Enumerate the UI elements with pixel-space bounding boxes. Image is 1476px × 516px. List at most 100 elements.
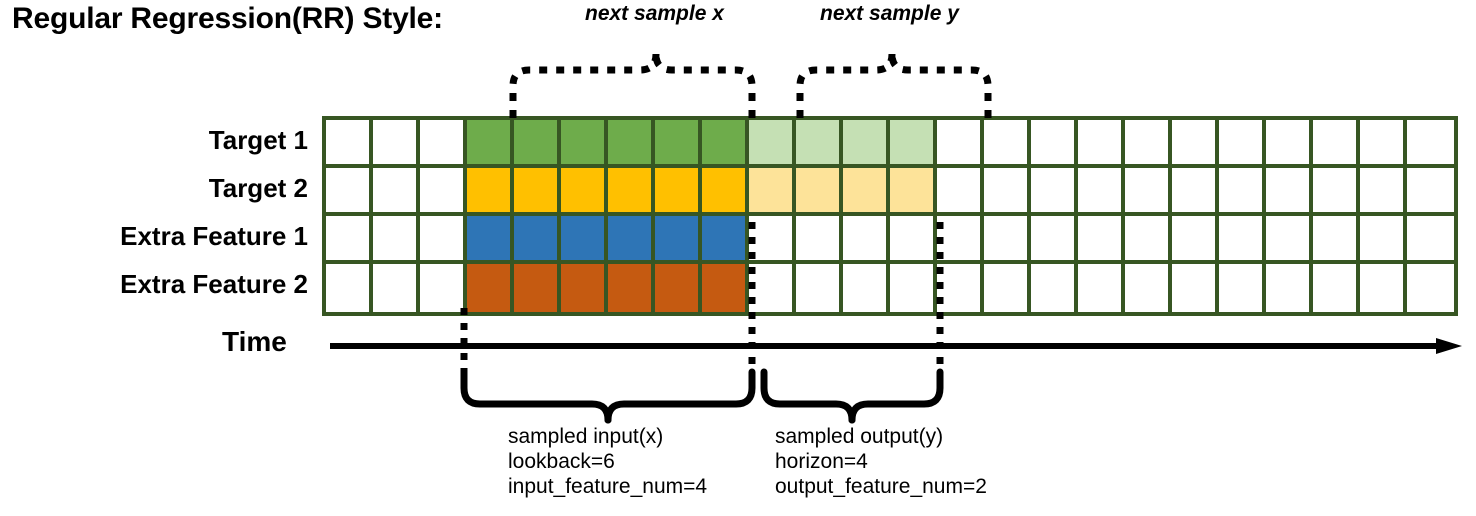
page-title: Regular Regression(RR) Style:: [12, 2, 443, 35]
grid-cell: [984, 168, 1031, 216]
grid-row-target-2: [326, 168, 1454, 216]
grid-cell: [420, 264, 467, 312]
grid-cell: [373, 168, 420, 216]
grid-cell: [1078, 168, 1125, 216]
grid-cell: [326, 168, 373, 216]
grid-cell: [467, 168, 514, 216]
annotation-input-lookback: lookback=6: [508, 450, 615, 473]
grid-cell: [796, 216, 843, 264]
grid-cell: [373, 120, 420, 168]
label-next-sample-x: next sample x: [585, 2, 724, 25]
grid-cell: [420, 216, 467, 264]
grid-cell: [1031, 264, 1078, 312]
grid-cell: [1407, 264, 1454, 312]
grid-cell: [749, 216, 796, 264]
grid-cell: [1407, 168, 1454, 216]
grid-cell: [1360, 264, 1407, 312]
grid-cell: [1078, 216, 1125, 264]
grid-cell: [937, 168, 984, 216]
grid-cell: [655, 216, 702, 264]
grid-cell: [1266, 216, 1313, 264]
grid-cell: [514, 168, 561, 216]
grid-cell: [561, 168, 608, 216]
grid-cell: [1078, 120, 1125, 168]
grid-cell: [1360, 120, 1407, 168]
grid-cell: [514, 120, 561, 168]
grid-row-extra-feature-1: [326, 216, 1454, 264]
annotation-output-title: sampled output(y): [775, 425, 944, 448]
grid-cell: [1125, 264, 1172, 312]
grid-cell: [1125, 216, 1172, 264]
grid-cell: [984, 264, 1031, 312]
label-next-sample-y: next sample y: [820, 2, 959, 25]
grid-cell: [890, 264, 937, 312]
row-label-column: Target 1 Target 2 Extra Feature 1 Extra …: [20, 116, 316, 308]
time-axis-arrow-icon: [330, 338, 1462, 354]
grid-cell: [843, 264, 890, 312]
grid-cell: [1172, 168, 1219, 216]
grid-cell: [373, 264, 420, 312]
grid-cell: [1407, 216, 1454, 264]
grid-cell: [749, 264, 796, 312]
grid-row-target-1: [326, 120, 1454, 168]
grid-cell: [467, 216, 514, 264]
grid-cell: [843, 120, 890, 168]
grid-cell: [1407, 120, 1454, 168]
grid-cell: [796, 264, 843, 312]
grid-cell: [1313, 168, 1360, 216]
grid-cell: [514, 216, 561, 264]
grid-cell: [890, 120, 937, 168]
row-label-target-2: Target 2: [208, 173, 308, 203]
grid-cell: [420, 120, 467, 168]
row-label-extra-feature-2: Extra Feature 2: [120, 269, 308, 299]
grid-cell: [1313, 264, 1360, 312]
dotted-brace-next-sample-x: [509, 53, 756, 118]
annotation-sampled-input: sampled input(x) lookback=6 input_featur…: [508, 424, 707, 499]
row-label-target-1: Target 1: [208, 125, 308, 155]
grid-cell: [984, 216, 1031, 264]
grid-cell: [1031, 120, 1078, 168]
grid-row-extra-feature-2: [326, 264, 1454, 312]
grid-cell: [1125, 168, 1172, 216]
grid-cell: [843, 168, 890, 216]
annotation-input-feature-num: input_feature_num=4: [508, 475, 708, 498]
brace-sampled-output: [760, 368, 944, 424]
grid-cell: [655, 168, 702, 216]
grid-cell: [890, 216, 937, 264]
grid-cell: [655, 264, 702, 312]
grid-cell: [984, 120, 1031, 168]
grid-cell: [561, 120, 608, 168]
grid-cell: [655, 120, 702, 168]
annotation-input-title: sampled input(x): [508, 425, 664, 448]
grid-cell: [1313, 216, 1360, 264]
grid-cell: [749, 120, 796, 168]
time-axis-label: Time: [222, 326, 287, 357]
grid-cell: [1172, 120, 1219, 168]
grid-cell: [467, 120, 514, 168]
grid-cell: [1360, 168, 1407, 216]
grid-cell: [1266, 264, 1313, 312]
grid-cell: [796, 168, 843, 216]
grid-cell: [326, 120, 373, 168]
grid-cell: [1219, 168, 1266, 216]
grid-cell: [1219, 264, 1266, 312]
annotation-output-feature-num: output_feature_num=2: [775, 475, 987, 498]
grid-cell: [326, 216, 373, 264]
dotted-brace-next-sample-y: [796, 53, 992, 118]
grid-cell: [608, 264, 655, 312]
grid-cell: [702, 216, 749, 264]
grid-cell: [749, 168, 796, 216]
grid-cell: [1219, 216, 1266, 264]
grid-cell: [1219, 120, 1266, 168]
grid-cell: [608, 120, 655, 168]
grid-cell: [514, 264, 561, 312]
grid-cell: [702, 264, 749, 312]
grid-cell: [1078, 264, 1125, 312]
grid-cell: [1031, 168, 1078, 216]
grid-cell: [937, 216, 984, 264]
grid-cell: [843, 216, 890, 264]
annotation-sampled-output: sampled output(y) horizon=4 output_featu…: [775, 424, 987, 499]
grid-cell: [608, 216, 655, 264]
grid-cell: [326, 264, 373, 312]
timeseries-grid: [322, 116, 1458, 316]
